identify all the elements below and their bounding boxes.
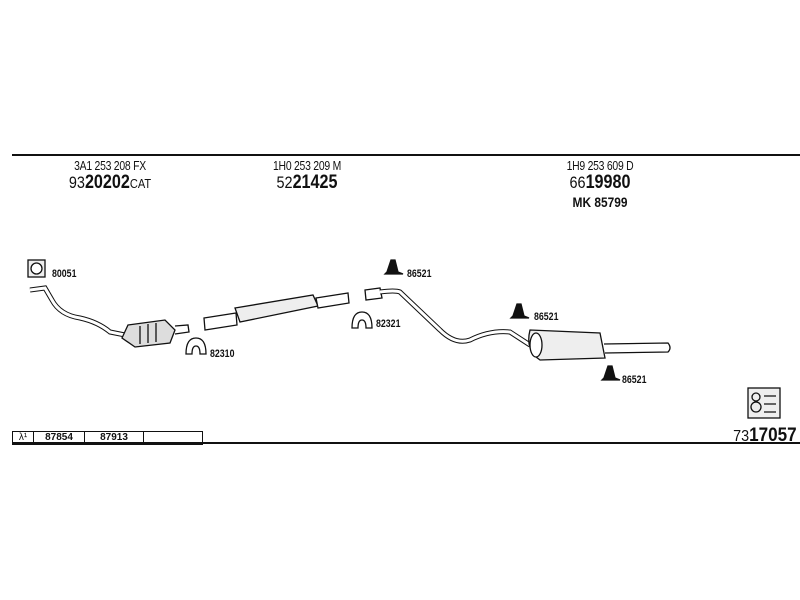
part-main: 21425 bbox=[292, 172, 338, 193]
oem-number: 3A1 253 208 FX bbox=[74, 158, 146, 173]
sensor-part: 87913 bbox=[85, 432, 144, 444]
rear-pipe-silencer bbox=[364, 287, 671, 361]
group-rear-silencer: 1H9 253 609 D 6619980 MK 85799 bbox=[558, 158, 642, 210]
sensor-table: λ¹ 87854 87913 bbox=[12, 431, 203, 445]
sensor-part: 87854 bbox=[34, 432, 85, 444]
middle-silencer bbox=[203, 292, 350, 331]
hanger-label: 86521 bbox=[407, 268, 432, 280]
part-prefix: 52 bbox=[276, 173, 293, 192]
clamp-label: 82310 bbox=[210, 348, 235, 360]
gasket-label: 80051 bbox=[52, 268, 77, 280]
part-main: 20202 bbox=[84, 172, 130, 193]
sensor-part-empty bbox=[144, 432, 202, 444]
part-suffix: CAT bbox=[129, 176, 152, 191]
part-number: 5221425 bbox=[271, 172, 343, 194]
part-number: 6619980 bbox=[564, 172, 635, 194]
lambda-sensor-label: λ¹ bbox=[13, 432, 34, 444]
clamp-label: 82321 bbox=[376, 318, 401, 330]
kit-main: 17057 bbox=[749, 425, 797, 446]
kit-prefix: 73 bbox=[733, 428, 750, 445]
hanger-label: 86521 bbox=[534, 311, 559, 323]
catalyst-pipe bbox=[29, 285, 190, 348]
part-main: 19980 bbox=[585, 172, 631, 193]
part-prefix: 66 bbox=[569, 173, 586, 192]
group-middle-silencer: 1H0 253 209 M 5221425 bbox=[265, 158, 350, 194]
mounting-kit-number: MK 85799 bbox=[572, 194, 628, 210]
gasket-icon bbox=[27, 259, 46, 278]
hanger-icon bbox=[383, 259, 404, 275]
kit-contents-icon bbox=[747, 387, 781, 419]
clamp-icon bbox=[185, 337, 207, 355]
part-prefix: 93 bbox=[68, 173, 85, 192]
oem-number: 1H0 253 209 M bbox=[273, 158, 341, 173]
hanger-icon bbox=[509, 303, 530, 319]
hanger-icon bbox=[600, 365, 621, 381]
hanger-label: 86521 bbox=[622, 374, 647, 386]
group-catalyst: 3A1 253 208 FX 9320202CAT bbox=[62, 158, 159, 194]
part-number: 9320202CAT bbox=[69, 172, 151, 194]
clamp-icon bbox=[351, 311, 373, 329]
bottom-rule bbox=[12, 442, 800, 444]
kit-number: 7317057 bbox=[733, 425, 797, 447]
top-rule bbox=[12, 154, 800, 156]
oem-number: 1H9 253 609 D bbox=[566, 158, 634, 173]
